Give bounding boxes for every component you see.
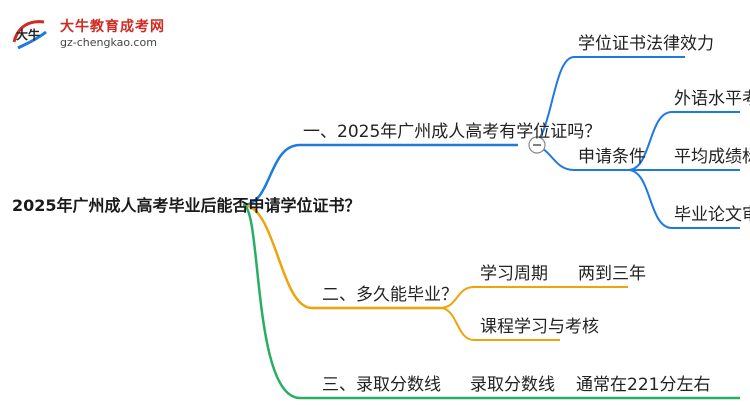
link-root-branch3 xyxy=(242,203,740,400)
node-period-value[interactable]: 两到三年 xyxy=(578,264,646,284)
branch-has-degree[interactable]: 一、2025年广州成人高考有学位证吗？ xyxy=(303,122,602,142)
branch-graduation-time[interactable]: 二、多久能毕业？ xyxy=(322,285,458,305)
node-legal-effect[interactable]: 学位证书法律效力 xyxy=(578,34,714,54)
logo-mark-text: 大牛 xyxy=(16,28,41,42)
condition-thesis[interactable]: 毕业论文审核 xyxy=(674,205,750,225)
logo-mark-icon xyxy=(12,20,47,50)
branch-admission-score[interactable]: 三、录取分数线 xyxy=(322,375,441,395)
condition-gpa[interactable]: 平均成绩标准 xyxy=(674,147,750,167)
link-branch2-study xyxy=(439,307,560,341)
node-score-label[interactable]: 录取分数线 xyxy=(470,375,555,395)
logo-title: 大牛教育成考网 xyxy=(60,19,165,35)
site-logo[interactable]: 大牛 大牛教育成考网 gz-chengkao.com xyxy=(8,12,208,56)
node-course-study[interactable]: 课程学习与考核 xyxy=(480,317,599,337)
node-score-value[interactable]: 通常在221分左右 xyxy=(576,375,711,395)
link-branch2-period xyxy=(439,286,628,309)
link-root-branch2 xyxy=(242,203,440,310)
link-conditions-3 xyxy=(627,169,740,229)
link-root-branch1 xyxy=(242,143,518,207)
link-conditions-1 xyxy=(627,111,740,171)
node-conditions[interactable]: 申请条件 xyxy=(578,147,646,167)
collapse-toggle[interactable] xyxy=(528,136,546,154)
root-topic[interactable]: 2025年广州成人高考毕业后能否申请学位证书？ xyxy=(12,196,361,215)
node-study-period[interactable]: 学习周期 xyxy=(480,264,548,284)
logo-url: gz-chengkao.com xyxy=(60,36,157,49)
condition-foreign-language[interactable]: 外语水平考试 xyxy=(674,89,750,109)
